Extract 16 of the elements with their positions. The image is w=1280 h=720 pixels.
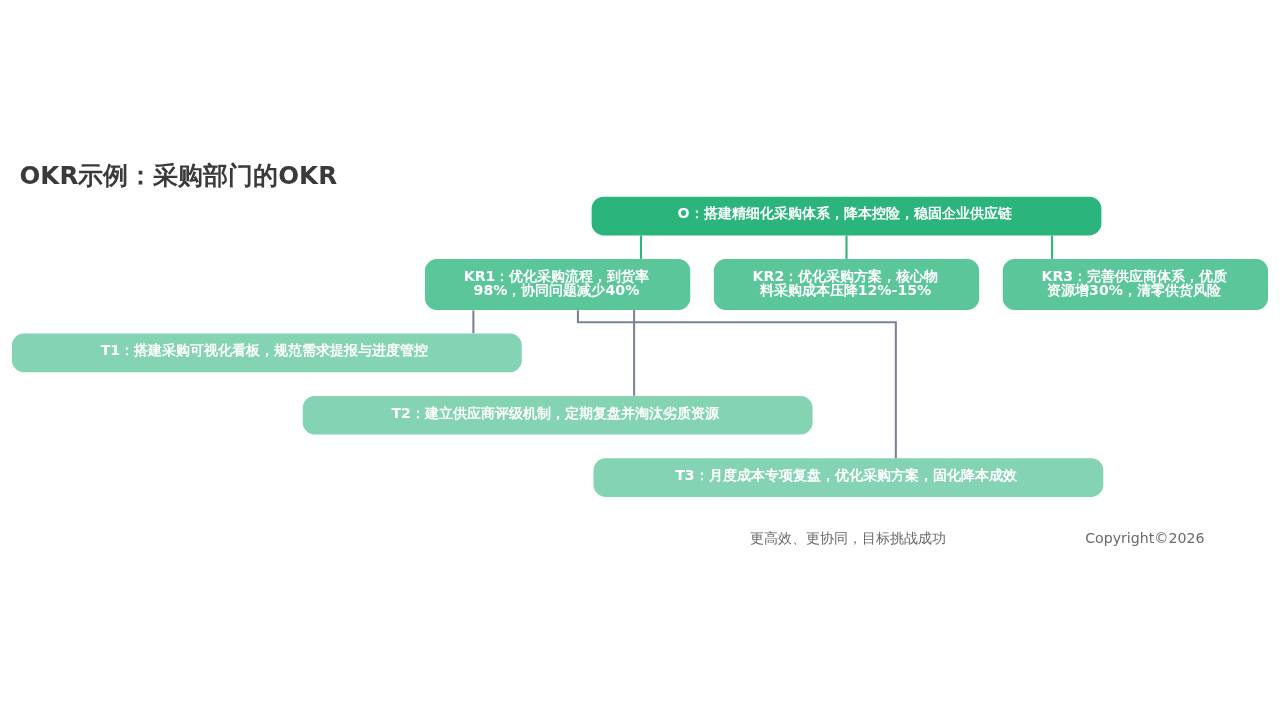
node-box: T3：月度成本专项复盘，优化采购方案，固化降本成效 bbox=[593, 457, 1104, 497]
node-box: KR2：优化采购方案，核心物料采购成本压降12%-15% bbox=[713, 258, 980, 310]
node-box: T2：建立供应商评级机制，定期复盘并淘汰劣质资源 bbox=[302, 395, 813, 435]
label: Copyright©2026 bbox=[1085, 529, 1205, 546]
connector bbox=[1051, 235, 1054, 259]
connector bbox=[472, 309, 475, 333]
connector bbox=[633, 309, 636, 396]
node-box: O：搭建精细化采购体系，降本控险，稳固企业供应链 bbox=[591, 196, 1102, 235]
node-box: KR1：优化采购流程，到货率98%，协同问题减少40% bbox=[425, 258, 691, 310]
label: 更高效、更协同，目标挑战成功 bbox=[750, 529, 947, 546]
node-box: T1：搭建采购可视化看板，规范需求提报与进度管控 bbox=[11, 333, 522, 372]
diagram-title: OKR示例：采购部门的OKR bbox=[19, 160, 338, 190]
connector bbox=[639, 235, 642, 259]
connector bbox=[576, 309, 897, 458]
connector bbox=[845, 235, 848, 259]
node-box: KR3：完善供应商体系，优质资源增30%，清零供货风险 bbox=[1002, 258, 1269, 310]
